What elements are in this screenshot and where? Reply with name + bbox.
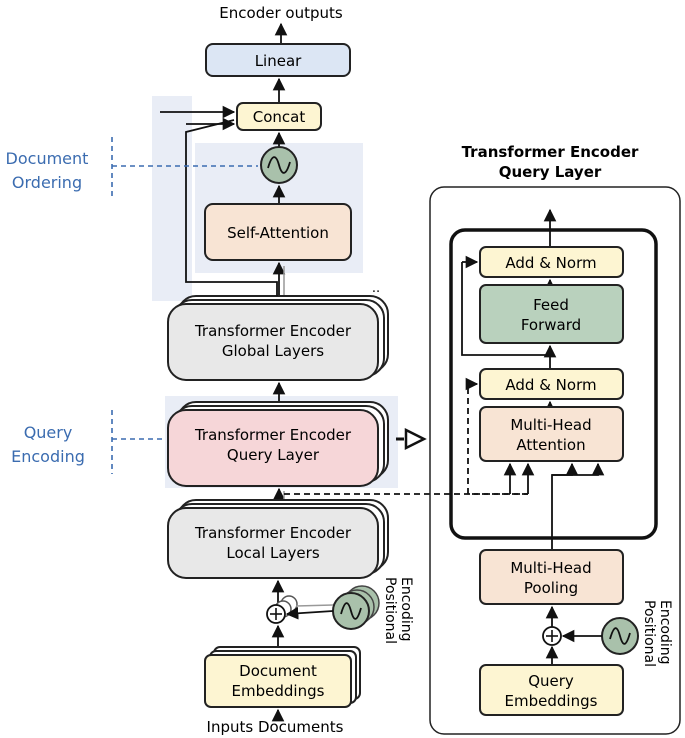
- feed-forward-label-2: Forward: [521, 316, 581, 334]
- doc-embeddings-label-1: Document: [239, 662, 317, 680]
- self-attention-label: Self-Attention: [227, 224, 329, 242]
- add-norm-bottom-label: Add & Norm: [505, 376, 596, 394]
- expand-triangle-icon: [404, 427, 427, 451]
- detail-outer-panel: [429, 186, 681, 735]
- global-layers-label-1: Transformer Encoder: [194, 322, 352, 340]
- detail-positional-text-1: Positional: [641, 600, 657, 667]
- local-layers-label-1: Transformer Encoder: [194, 524, 352, 542]
- linear-box: [205, 43, 351, 77]
- add-norm-bottom-box: [479, 368, 624, 400]
- add-norm-top-label: Add & Norm: [505, 254, 596, 272]
- query-layer-label-2: Query Layer: [227, 446, 320, 464]
- skip-global-to-concat: [185, 119, 278, 296]
- mha-box: [479, 406, 624, 462]
- document-ordering-label-1: Document: [6, 149, 89, 168]
- pooling-label-2: Pooling: [524, 579, 578, 597]
- doc-embeddings-label-2: Embeddings: [232, 682, 325, 700]
- mha-label-1: Multi-Head: [510, 416, 591, 434]
- wave-icon: [267, 156, 291, 174]
- stack-dots: ..: [372, 281, 380, 296]
- concat-box: [236, 102, 322, 131]
- self-attention-box: [204, 203, 352, 261]
- feed-forward-box: [479, 284, 624, 344]
- query-embeddings-label-1: Query: [528, 672, 574, 690]
- query-embeddings-label-2: Embeddings: [505, 692, 598, 710]
- document-ordering-label-2: Ordering: [12, 173, 82, 192]
- query-layer-box: [167, 409, 379, 487]
- encoder-outputs-label: Encoder outputs: [219, 4, 343, 22]
- doc-embeddings-box: [204, 654, 352, 708]
- pooling-box: [479, 549, 624, 605]
- mha-query-path-2: [552, 464, 599, 476]
- detail-inner-panel: [449, 228, 658, 540]
- mha-label-2: Attention: [516, 436, 585, 454]
- positional-text-1: Positional: [382, 577, 398, 644]
- residual-top-riser: [461, 262, 550, 356]
- query-encoding-label-1: Query: [24, 423, 73, 442]
- residual-bottom-riser: [467, 384, 528, 495]
- add-norm-top-box: [479, 246, 624, 278]
- inputs-documents-label: Inputs Documents: [207, 718, 344, 736]
- global-layers-box: [167, 303, 379, 381]
- detail-wave-icon: [609, 627, 631, 645]
- query-encoding-label-2: Encoding: [11, 447, 85, 466]
- global-layers-label-2: Global Layers: [222, 342, 324, 360]
- query-embeddings-box: [479, 664, 624, 716]
- detail-title-2: Query Layer: [499, 163, 602, 181]
- concat-label: Concat: [253, 108, 306, 126]
- positional-text-2: Encoding: [398, 577, 414, 642]
- local-layers-label-2: Local Layers: [226, 544, 319, 562]
- feed-forward-label-1: Feed: [533, 296, 569, 314]
- query-layer-label-1: Transformer Encoder: [194, 426, 352, 444]
- local-layers-box: [167, 507, 379, 579]
- linear-label: Linear: [255, 52, 302, 70]
- pooling-label-1: Multi-Head: [510, 559, 591, 577]
- wave-icon-positional: [340, 602, 362, 620]
- detail-positional-text-2: Encoding: [657, 600, 673, 665]
- detail-title-1: Transformer Encoder: [462, 143, 639, 161]
- pos-shadow-line: [295, 604, 334, 607]
- arrow-pos-adder: [285, 606, 334, 620]
